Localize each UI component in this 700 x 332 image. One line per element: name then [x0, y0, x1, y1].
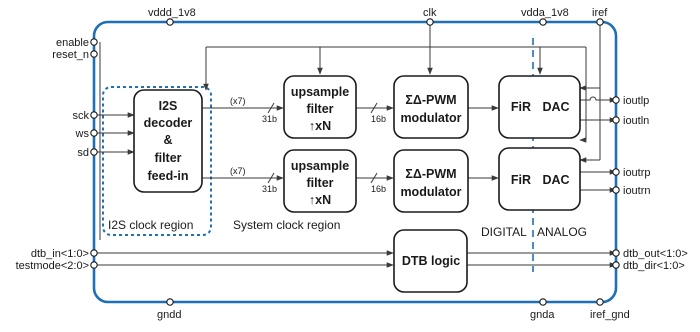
digital-label: DIGITAL [481, 225, 527, 239]
modulator-bottom-line-1: ΣΔ-PWM [405, 167, 456, 181]
bus-x7-bottom: (x7) [230, 166, 246, 176]
system-clock-region-label: System clock region [233, 218, 340, 232]
pin-ioutrn: ioutrn [623, 185, 651, 197]
upsample-bottom-line-2: filter [306, 176, 333, 190]
pin-gndd: gndd [157, 309, 181, 321]
pin-vdda: vdda_1v8 [521, 7, 569, 19]
pin-iref-gnd: iref_gnd [590, 309, 630, 321]
i2s-decoder-block [133, 89, 203, 193]
dac-bottom-block [498, 147, 581, 211]
pin-sd: sd [77, 147, 89, 159]
bus-16b-bottom: 16b [371, 184, 386, 194]
dac-top-fir: FiR [511, 100, 531, 114]
pin-enable: enable [56, 37, 89, 49]
pin-testmode: testmode<2:0> [16, 260, 89, 272]
i2s-line-1: I2S [159, 99, 178, 113]
pin-dtb-out: dtb_out<1:0> [623, 248, 688, 260]
pin-vddd: vddd_1v8 [148, 7, 196, 19]
analog-label: ANALOG [537, 225, 587, 239]
upsample-top-line-3: ↑xN [309, 119, 331, 133]
pin-ws: ws [75, 128, 90, 140]
dac-bottom-fir: FiR [511, 173, 531, 187]
dac-bottom-dac: DAC [542, 173, 569, 187]
bus-x7-top: (x7) [230, 96, 246, 106]
modulator-top-block [393, 75, 469, 139]
dtb-logic-label: DTB logic [402, 254, 460, 268]
chip-boundary [92, 20, 618, 304]
bus-31b-top: 31b [262, 114, 277, 124]
upsample-bottom-line-3: ↑xN [309, 193, 331, 207]
upsample-bottom-line-1: upsample [291, 159, 349, 173]
upsample-top-line-1: upsample [291, 85, 349, 99]
i2s-line-4: filter [154, 151, 181, 165]
bus-16b-top: 16b [371, 114, 386, 124]
pin-gnda: gnda [530, 309, 555, 321]
i2s-line-3: & [163, 133, 172, 147]
upsample-top-line-2: filter [306, 102, 333, 116]
pin-clk: clk [423, 7, 437, 19]
upsample-filter-bottom-block [283, 149, 357, 213]
pin-ioutln: ioutln [623, 115, 649, 127]
pin-dtb-in: dtb_in<1:0> [31, 248, 89, 260]
i2s-line-2: decoder [144, 116, 193, 130]
modulator-bottom-line-2: modulator [400, 185, 461, 199]
dtb-logic-block [393, 229, 468, 293]
wires [94, 22, 617, 268]
modulator-top-line-2: modulator [400, 111, 461, 125]
i2s-line-5: feed-in [148, 169, 189, 183]
dac-top-dac: DAC [542, 100, 569, 114]
modulator-bottom-block [393, 149, 469, 213]
modulator-top-line-1: ΣΔ-PWM [405, 93, 456, 107]
pin-ioutrp: ioutrp [623, 167, 651, 179]
pin-sck: sck [73, 110, 90, 122]
i2s-clock-region-border [102, 86, 212, 236]
i2s-clock-region-label: I2S clock region [108, 218, 193, 232]
pin-ioutlp: ioutlp [623, 95, 649, 107]
ports [90, 18, 620, 306]
pin-dtb-dir: dtb_dir<1:0> [623, 260, 685, 272]
pin-reset-n: reset_n [52, 49, 89, 61]
dac-top-block [498, 75, 581, 139]
pin-iref: iref [592, 7, 608, 19]
upsample-filter-top-block [283, 75, 357, 139]
bus-31b-bottom: 31b [262, 184, 277, 194]
